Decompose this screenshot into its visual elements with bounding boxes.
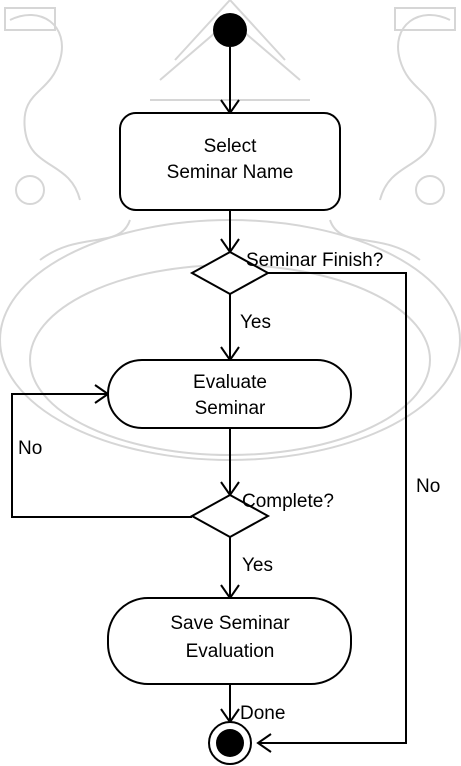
evaluate-seminar-label-line2: Seminar: [195, 398, 266, 419]
seminar-finish-no-label: No: [416, 476, 440, 497]
seminar-finish-yes-label: Yes: [240, 312, 271, 333]
done-label: Done: [240, 703, 285, 724]
seminar-finish-decision: [189, 250, 271, 296]
evaluate-seminar-label-line1: Evaluate: [193, 372, 267, 393]
save-seminar-evaluation-label-line1: Save Seminar: [170, 613, 290, 634]
start-node: [213, 13, 247, 47]
complete-decision: [189, 493, 271, 539]
save-seminar-evaluation-action: [107, 597, 352, 685]
end-node: [216, 729, 244, 757]
select-seminar-name-label-line2: Seminar Name: [167, 162, 294, 183]
evaluate-seminar-action: [107, 359, 352, 429]
complete-decision-label: Complete?: [242, 491, 334, 512]
background-seal-watermark: [0, 0, 461, 461]
complete-yes-label: Yes: [242, 555, 273, 576]
select-seminar-name-action: [119, 112, 341, 211]
edge-decision1-no-to-end: [258, 272, 407, 744]
complete-no-label: No: [18, 438, 42, 459]
edge-decision2-no-loop: [11, 393, 192, 518]
seminar-finish-decision-label: Seminar Finish?: [246, 250, 383, 271]
arrowhead-no-end: [256, 733, 272, 753]
select-seminar-name-label-line1: Select: [204, 136, 258, 157]
save-seminar-evaluation-label-line2: Evaluation: [186, 641, 275, 662]
